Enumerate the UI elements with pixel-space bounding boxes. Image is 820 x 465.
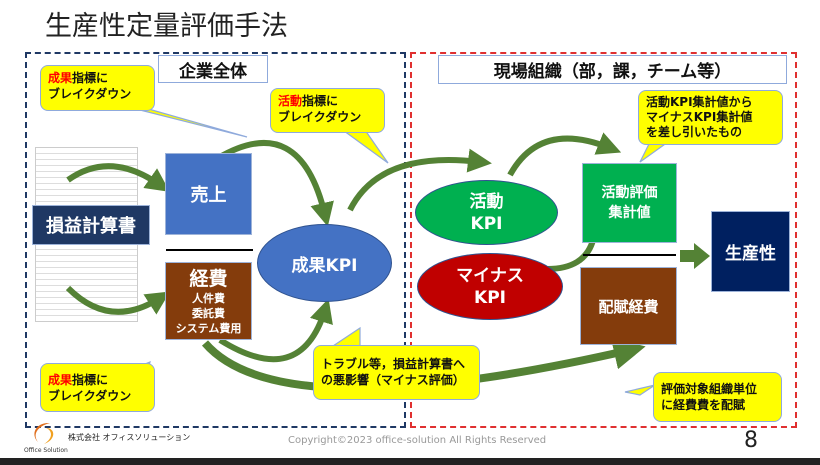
sales-box: 売上 [165,153,252,235]
page-number: 8 [744,428,758,453]
pl-statement-box: 損益計算書 [32,205,150,245]
logo-text: Office Solution [24,447,68,454]
company-name: 株式会社 オフィスソリューション [68,433,191,442]
bottom-bar [0,458,820,465]
productivity-box: 生産性 [711,211,790,292]
callout-outcome-breakdown: 成果指標にブレイクダウン [40,65,155,111]
company-label: 企業全体 [158,55,268,83]
callout-activity-breakdown: 活動指標にブレイクダウン [270,88,385,133]
arrow-pl-to-expenses [65,285,171,315]
arrow-activity-to-eval [507,132,622,177]
activity-eval-box: 活動評価集計値 [582,163,677,243]
company-section [25,52,406,428]
expenses-box: 経費 人件費 委託費 システム費用 [165,262,252,340]
callout-aggregate: 活動KPI集計値からマイナスKPI集計値を差し引いたもの [638,90,783,145]
slide-title: 生産性定量評価手法 [45,11,288,42]
callout-allocation: 評価対象組織単位に経費費を配賦 [653,372,782,422]
arrow-expenses-to-kpi [218,298,333,363]
field-label: 現場組織（部，課，チーム等） [438,55,787,84]
callout-trouble: トラブル等，損益計算書への悪影響（マイナス評価） [313,345,480,400]
company-logo-icon [34,422,54,444]
block-arrow [680,243,710,269]
allocated-cost-box: 配賦経費 [580,267,677,345]
arrow-pl-to-sales [66,163,170,192]
outcome-kpi-ellipse: 成果KPI [257,224,392,302]
arrow-sales-to-kpi [216,140,334,227]
arrow-kpi-to-activity [347,148,492,212]
callout-outcome-breakdown-bottom: 成果指標にブレイクダウン [40,363,155,412]
copyright: Copyright©2023 office-solution All Right… [288,435,547,446]
field-section [410,52,797,428]
